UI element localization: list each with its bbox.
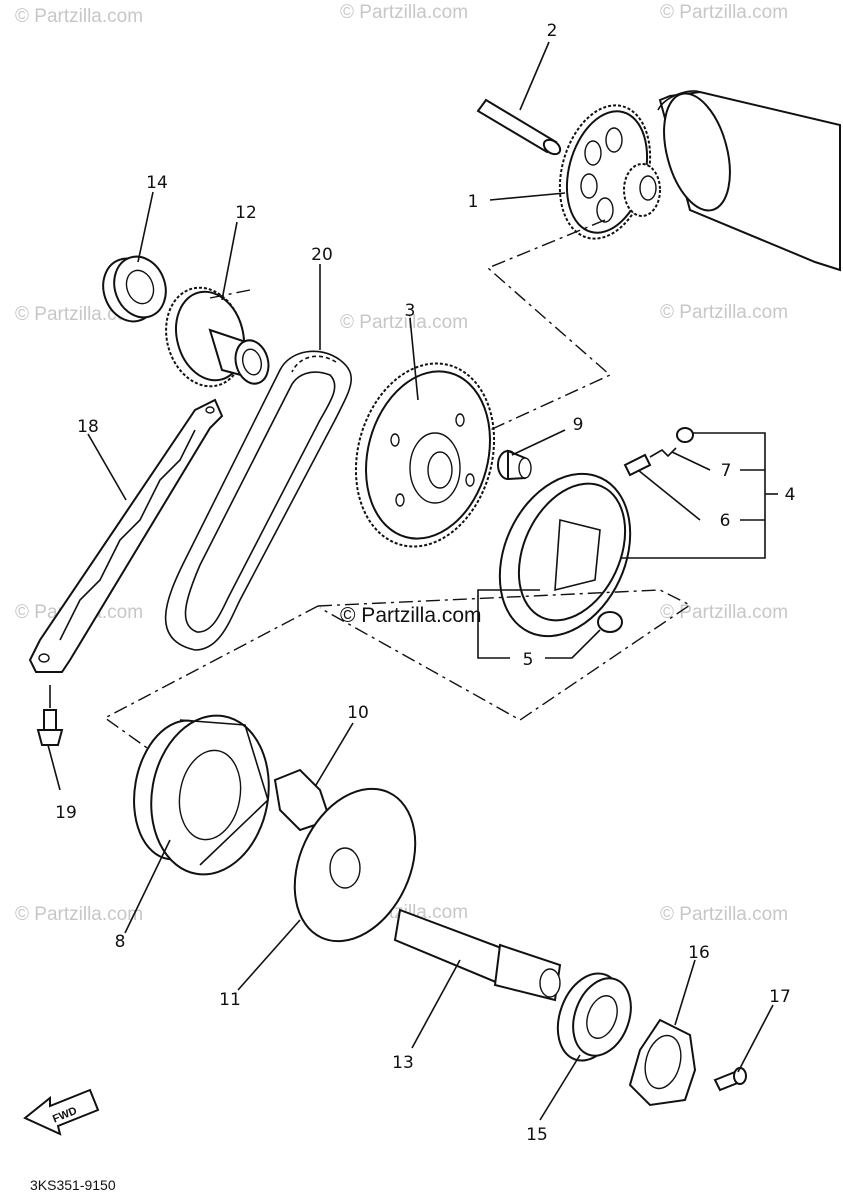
clutch-housing bbox=[498, 472, 632, 638]
part-15-bearing bbox=[556, 972, 632, 1062]
callout-labels: 1 2 3 4 5 6 7 8 9 10 11 12 13 14 15 16 1… bbox=[55, 21, 795, 1145]
part-20-chain bbox=[164, 350, 352, 651]
callout-4: 4 bbox=[785, 485, 796, 505]
watermark: © Partzilla.com bbox=[15, 6, 143, 27]
part-2-shaft bbox=[476, 98, 562, 156]
callout-9: 9 bbox=[573, 415, 584, 435]
callout-20: 20 bbox=[311, 245, 333, 265]
callout-14: 14 bbox=[146, 173, 168, 193]
starter-cylinder bbox=[657, 90, 841, 272]
callout-17: 17 bbox=[769, 987, 791, 1007]
part-1-gear bbox=[558, 104, 661, 240]
callout-1: 1 bbox=[468, 192, 479, 212]
watermark: © Partzilla.com bbox=[340, 2, 468, 23]
part-9-small-gear bbox=[497, 449, 532, 481]
watermark: © Partzilla.com bbox=[660, 904, 788, 925]
callout-13: 13 bbox=[392, 1053, 414, 1073]
callout-7: 7 bbox=[721, 461, 732, 481]
part-14-bearing bbox=[102, 255, 167, 323]
callout-12: 12 bbox=[235, 203, 257, 223]
part-3-sprocket bbox=[354, 362, 496, 548]
center-watermark: © Partzilla.com bbox=[340, 604, 482, 627]
diagram-code: 3KS351-9150 bbox=[30, 1177, 116, 1193]
callout-3: 3 bbox=[405, 301, 416, 321]
assembly-lines bbox=[103, 219, 692, 751]
watermark: © Partzilla.com bbox=[15, 904, 143, 925]
watermark: © Partzilla.com bbox=[660, 302, 788, 323]
callout-6: 6 bbox=[720, 511, 731, 531]
callout-11: 11 bbox=[219, 990, 241, 1010]
callout-5: 5 bbox=[523, 650, 534, 670]
part-17-screw bbox=[713, 1067, 747, 1092]
part-19-bolt bbox=[36, 709, 64, 746]
callout-18: 18 bbox=[77, 417, 99, 437]
part-12-gear bbox=[165, 286, 270, 388]
part-18-chain-guide bbox=[28, 398, 224, 673]
callout-15: 15 bbox=[526, 1125, 548, 1145]
watermark: © Partzilla.com bbox=[660, 2, 788, 23]
fwd-arrow: FWD bbox=[23, 1088, 100, 1136]
callout-8: 8 bbox=[115, 932, 126, 952]
part-16-retainer bbox=[628, 1018, 697, 1107]
part-13-shaft bbox=[393, 908, 562, 1002]
callout-19: 19 bbox=[55, 803, 77, 823]
leader-lines bbox=[47, 41, 778, 1121]
callout-10: 10 bbox=[347, 703, 369, 723]
callout-2: 2 bbox=[547, 21, 558, 41]
part-6-7-spring bbox=[623, 427, 694, 477]
watermark: © Partzilla.com bbox=[340, 312, 468, 333]
watermark: © Partzilla.com bbox=[660, 602, 788, 623]
part-8-hub bbox=[133, 714, 270, 876]
callout-16: 16 bbox=[688, 943, 710, 963]
part-11-plate bbox=[293, 787, 417, 943]
